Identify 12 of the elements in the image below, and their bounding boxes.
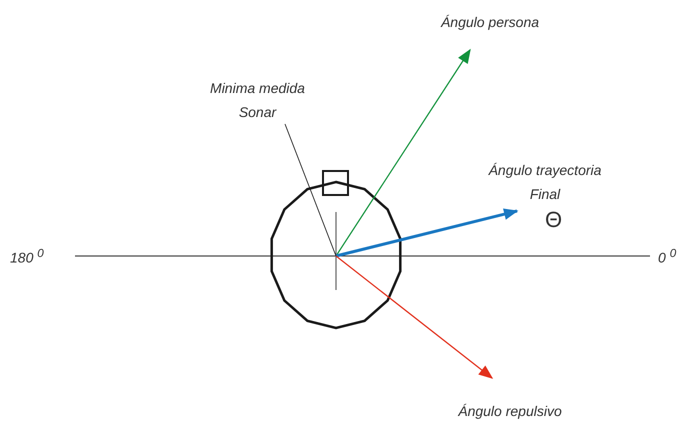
sonar-label: Minima medida Sonar <box>200 76 315 124</box>
angle-label: Ángulo trayectoria Final <box>480 158 610 206</box>
arrow <box>336 48 471 256</box>
angle-label: Ángulo persona <box>420 10 560 34</box>
angle-label: Ángulo repulsivo <box>425 399 595 422</box>
robot-drawing <box>270 170 402 330</box>
angle-value: 0 $^{0}$ <box>658 246 676 268</box>
angle-value: 180 $^{0}$ <box>10 246 44 268</box>
arrow <box>336 256 494 379</box>
theta-symbol: Θ <box>545 206 562 234</box>
arrow <box>336 208 518 258</box>
leader-line <box>284 124 336 256</box>
